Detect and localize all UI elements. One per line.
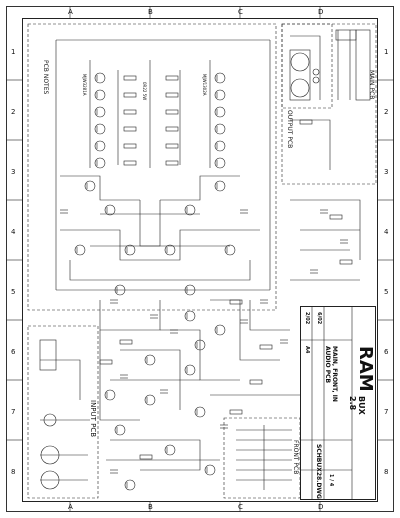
title-block (300, 306, 376, 500)
drawing-date: 6/02 (316, 312, 322, 325)
transistor-symbol (194, 339, 206, 351)
resistor-symbol (165, 92, 179, 98)
transistor-symbol (94, 89, 106, 101)
transistor-symbol (74, 244, 86, 256)
transistor-symbol (114, 424, 126, 436)
zone-number-3-right: 3 (384, 168, 389, 176)
transistor-symbol (94, 72, 106, 84)
transistor-symbol (214, 180, 226, 192)
transistor-symbol (184, 204, 196, 216)
resistor-symbol (165, 126, 179, 132)
model-name: BUX 2.8 (348, 396, 366, 415)
resistor-symbol (165, 143, 179, 149)
zone-letter-a: A (68, 8, 73, 16)
transistor-symbol (214, 140, 226, 152)
transistor-symbol (214, 106, 226, 118)
transistor-symbol (104, 389, 116, 401)
resistor-symbol (139, 454, 153, 460)
sheet-border (6, 6, 394, 512)
brand-logo: RAM (355, 346, 376, 392)
transistor-symbol (214, 324, 226, 336)
transistor-symbol (214, 123, 226, 135)
sheet-number: 1 / 4 (328, 474, 334, 487)
resistor-symbol (123, 126, 137, 132)
resistor-symbol (123, 160, 137, 166)
zone-number-4: 4 (11, 228, 16, 236)
zone-number-7-right: 7 (384, 408, 389, 416)
resistor-symbol (259, 344, 273, 350)
resistor-symbol (229, 409, 243, 415)
transistor-symbol (214, 157, 226, 169)
resistor-symbol (329, 214, 343, 220)
transistor-symbol (224, 244, 236, 256)
transistor-symbol (164, 444, 176, 456)
transistor-symbol (94, 123, 106, 135)
zone-number-2: 2 (11, 108, 16, 116)
transistor-symbol (104, 204, 116, 216)
file-name: SCHBUX28.DWG (315, 444, 322, 499)
transistor-symbol (184, 364, 196, 376)
resistor-symbol (249, 379, 263, 385)
zone-number-6: 6 (11, 348, 16, 356)
transistor-symbol (214, 89, 226, 101)
resistor-symbol (99, 359, 113, 365)
zone-number-6-right: 6 (384, 348, 389, 356)
drawing-title: MAIN, FRONT, IN AUDIO PCB (324, 346, 338, 402)
resistor-symbol (123, 75, 137, 81)
resistor-symbol (165, 160, 179, 166)
resistor-symbol (339, 259, 353, 265)
sheet-size: A4 (304, 346, 310, 354)
zone-letter-d-bottom: D (318, 503, 324, 511)
transistor-symbol (204, 464, 216, 476)
resistor-symbol (123, 109, 137, 115)
transistor-symbol (114, 284, 126, 296)
transistor-symbol (164, 244, 176, 256)
resistor-symbol (229, 299, 243, 305)
zone-number-4-right: 4 (384, 228, 389, 236)
zone-letter-b-bottom: B (148, 503, 153, 511)
zone-number-3: 3 (11, 168, 16, 176)
transistor-symbol (184, 284, 196, 296)
transistor-symbol (84, 180, 96, 192)
resistor-symbol (119, 339, 133, 345)
zone-number-8-right: 8 (384, 468, 389, 476)
zone-letter-d: D (318, 8, 324, 16)
zone-number-1-right: 1 (384, 48, 389, 56)
transistor-symbol (94, 106, 106, 118)
transistor-symbol (94, 140, 106, 152)
zone-number-5-right: 5 (384, 288, 389, 296)
zone-letter-c-bottom: C (238, 503, 243, 511)
zone-number-5: 5 (11, 288, 16, 296)
resistor-symbol (165, 75, 179, 81)
resistor-symbol (165, 109, 179, 115)
resistor-symbol (299, 119, 313, 125)
drawing-frame (22, 18, 378, 502)
resistor-symbol (123, 92, 137, 98)
revision: 2/02 (304, 312, 310, 325)
zone-number-8: 8 (11, 468, 16, 476)
zone-number-2-right: 2 (384, 108, 389, 116)
zone-number-7: 7 (11, 408, 16, 416)
transistor-symbol (144, 394, 156, 406)
resistor-symbol (123, 143, 137, 149)
transistor-symbol (94, 157, 106, 169)
transistor-symbol (194, 406, 206, 418)
transistor-symbol (214, 72, 226, 84)
transistor-symbol (124, 244, 136, 256)
transistor-symbol (124, 479, 136, 491)
zone-letter-a-bottom: A (68, 503, 73, 511)
zone-number-1: 1 (11, 48, 16, 56)
zone-letter-c: C (238, 8, 243, 16)
zone-letter-b: B (148, 8, 153, 16)
transistor-symbol (184, 310, 196, 322)
transistor-symbol (144, 354, 156, 366)
